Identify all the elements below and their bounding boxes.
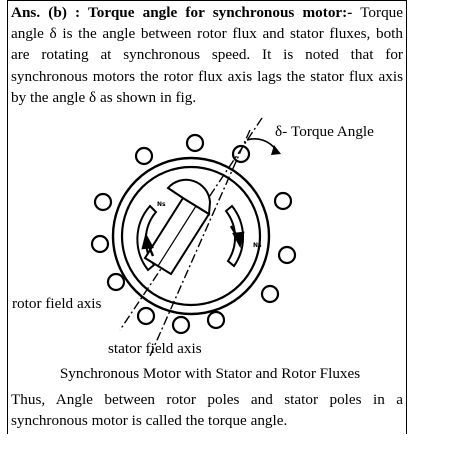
conductor xyxy=(90,234,110,254)
stator-field-axis-label: stator field axis xyxy=(108,340,202,357)
conductor xyxy=(206,310,226,330)
stator-outer-ring xyxy=(111,156,271,316)
conductor xyxy=(277,245,297,265)
stator-inner-ring xyxy=(120,165,262,307)
conductor xyxy=(260,284,280,304)
figure-caption: Synchronous Motor with Stator and Rotor … xyxy=(59,365,361,382)
conductor xyxy=(134,146,154,166)
conductor xyxy=(171,315,191,335)
answer-heading: Ans. (b) : Torque angle for synchronous … xyxy=(11,4,353,21)
conductor xyxy=(93,192,113,212)
answer-box xyxy=(7,0,407,434)
torque-angle-arrowhead xyxy=(271,145,281,155)
rotation-arrows xyxy=(141,225,245,257)
conductor xyxy=(273,191,293,211)
torque-angle-arc xyxy=(246,138,277,151)
pole-label-top: Ns xyxy=(157,201,166,208)
conductor xyxy=(185,133,205,153)
intro-paragraph: Ans. (b) : Torque angle for synchronous … xyxy=(11,2,403,108)
conductor xyxy=(106,272,126,292)
conclusion-paragraph: Thus, Angle between rotor poles and stat… xyxy=(11,391,403,430)
conductor xyxy=(231,144,251,164)
rotor-pole-right xyxy=(224,204,245,268)
pole-label-right: Ns xyxy=(253,242,262,249)
torque-angle-label: δ- Torque Angle xyxy=(275,123,374,140)
intro-text: Torque angle δ is the angle between roto… xyxy=(11,4,403,106)
rotor-shaft-line xyxy=(157,205,197,267)
rotor-field-axis-label: rotor field axis xyxy=(12,295,102,312)
stator-conductors xyxy=(90,133,297,335)
rotor-pole-top xyxy=(166,178,212,216)
conductor xyxy=(136,306,156,326)
rotor-field-axis-line xyxy=(149,129,251,357)
rotor-pole-left xyxy=(136,204,158,272)
